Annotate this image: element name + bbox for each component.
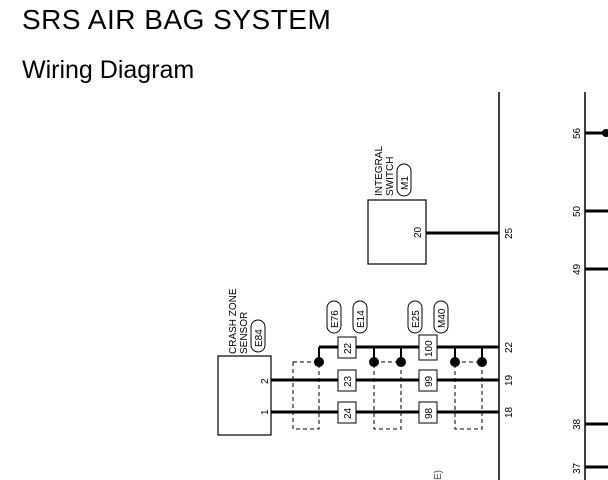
junction-pin-label: 22 bbox=[343, 342, 354, 354]
terminal-label: 22 bbox=[504, 341, 515, 353]
shield-box-2 bbox=[373, 361, 402, 430]
splice-dot bbox=[369, 357, 379, 367]
terminal-label: 56 bbox=[572, 127, 583, 139]
integral-switch-name-2: SWITCH bbox=[385, 157, 396, 196]
terminal-label: 37 bbox=[572, 462, 583, 474]
terminal-label: 19 bbox=[504, 374, 515, 386]
splice-dot bbox=[314, 357, 324, 367]
crash-zone-sensor-name-2: SENSOR bbox=[239, 312, 250, 354]
junction-pin-label: 99 bbox=[424, 375, 435, 387]
junction-pin-box bbox=[418, 401, 438, 424]
terminal-label: 50 bbox=[572, 205, 583, 217]
crash-zone-sensor-name-1: CRASH ZONE bbox=[228, 288, 239, 354]
connector-label-e25: E25 bbox=[411, 310, 422, 328]
connector-tag-e14 bbox=[352, 300, 368, 334]
connector-tag-e25 bbox=[407, 300, 423, 334]
splice-dot bbox=[602, 129, 608, 137]
integral-switch-box bbox=[367, 199, 427, 265]
connector-tag-e76 bbox=[326, 300, 342, 334]
integral-switch-connector-tag bbox=[396, 163, 412, 197]
crash-zone-sensor-connector: E84 bbox=[254, 329, 265, 347]
crash-zone-sensor-pin-1: 1 bbox=[260, 409, 271, 415]
junction-pin-label: 23 bbox=[343, 375, 354, 387]
terminal-label: 18 bbox=[504, 406, 515, 418]
junction-pin-label: 24 bbox=[343, 407, 354, 419]
cut-off-text: E) bbox=[433, 470, 444, 480]
connector-label-e76: E76 bbox=[330, 310, 341, 328]
integral-switch-pin: 20 bbox=[413, 226, 424, 238]
terminal-label: 38 bbox=[572, 418, 583, 430]
splice-dot bbox=[396, 357, 406, 367]
splice-dot bbox=[450, 357, 460, 367]
junction-pin-box bbox=[337, 369, 357, 392]
junction-pin-label: 100 bbox=[424, 340, 435, 357]
integral-switch-connector: M1 bbox=[400, 176, 411, 190]
page-subtitle: Wiring Diagram bbox=[22, 56, 195, 84]
connector-label-m40: M40 bbox=[437, 308, 448, 328]
connector-tag-m40 bbox=[433, 300, 449, 334]
junction-pin-box bbox=[337, 336, 357, 359]
shield-box-3 bbox=[454, 361, 483, 430]
junction-pin-box bbox=[337, 401, 357, 424]
junction-pin-box bbox=[418, 334, 438, 361]
junction-pin-label: 98 bbox=[424, 407, 435, 419]
terminal-label: 49 bbox=[572, 263, 583, 275]
junction-pin-box bbox=[418, 369, 438, 392]
page-title: SRS AIR BAG SYSTEM bbox=[22, 4, 332, 35]
crash-zone-sensor-connector-tag bbox=[250, 319, 266, 353]
splice-dot bbox=[477, 357, 487, 367]
connector-label-e14: E14 bbox=[356, 310, 367, 328]
shield-box-1 bbox=[292, 361, 320, 430]
crash-zone-sensor-box bbox=[217, 355, 272, 436]
terminal-label: 25 bbox=[504, 227, 515, 239]
integral-switch-name-1: INTEGRAL bbox=[374, 146, 385, 196]
crash-zone-sensor-pin-2: 2 bbox=[260, 378, 271, 384]
